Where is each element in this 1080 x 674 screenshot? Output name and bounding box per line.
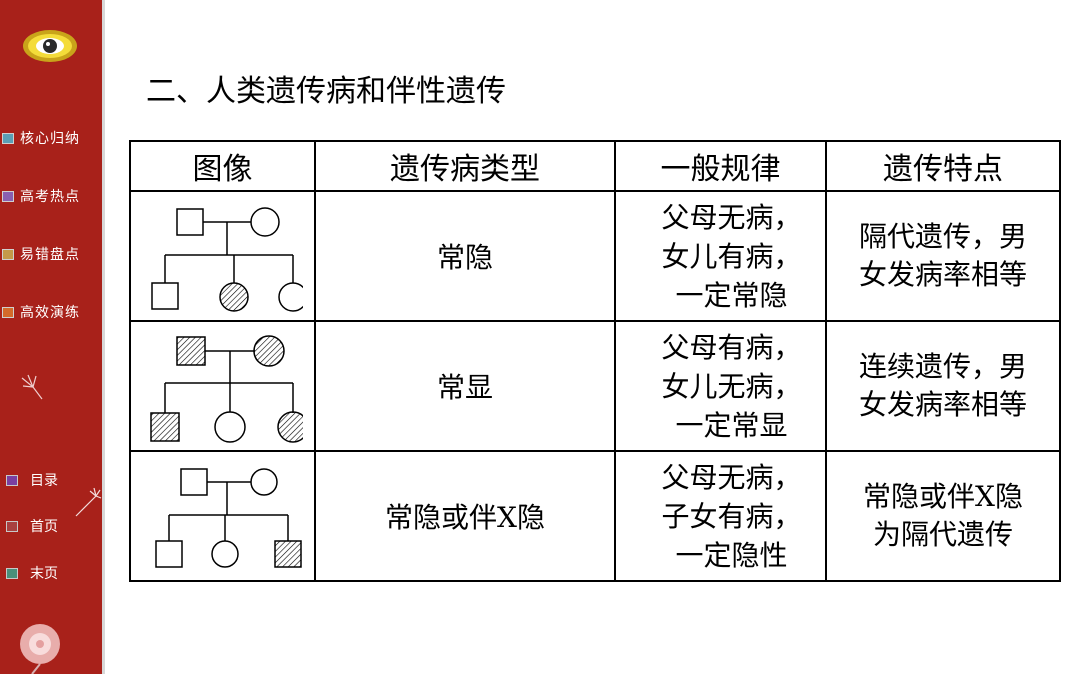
- nav-label: 高考热点: [20, 189, 80, 205]
- nav-exam-hotspots[interactable]: 高考热点: [2, 186, 80, 206]
- nav-core-summary[interactable]: 核心归纳: [2, 128, 80, 148]
- disease-type-cell: 常隐或伴X隐: [314, 450, 616, 582]
- eye-logo-icon: [23, 30, 77, 62]
- unaffected-female: [213, 411, 246, 443]
- column-header: 图像: [129, 140, 316, 192]
- affected-female: [252, 335, 285, 367]
- sidebar: 核心归纳 高考热点 易错盘点 高效演练 目录 首页 末页: [0, 0, 102, 674]
- rule-line: 父母有病，: [661, 330, 802, 364]
- unaffected-male: [150, 282, 179, 310]
- sidebar-divider: [102, 0, 105, 674]
- square-bullet-icon: [2, 306, 14, 318]
- rule-line: 父母无病，: [661, 460, 802, 494]
- general-rule-cell: 父母有病， 女儿无病， 一定常显: [614, 320, 827, 452]
- affected-male: [149, 412, 180, 442]
- nav-label: 末页: [30, 566, 58, 582]
- feature-line: 女发病率相等: [858, 258, 1027, 291]
- unaffected-female: [277, 282, 303, 312]
- nav-label: 易错盘点: [20, 247, 80, 263]
- rule-line: 女儿无病，: [661, 369, 802, 403]
- square-bullet-icon: [2, 190, 14, 202]
- dandelion-seed-icon: [21, 374, 43, 400]
- nav-home[interactable]: 首页: [6, 516, 58, 536]
- nav-efficient-practice[interactable]: 高效演练: [2, 302, 80, 322]
- table-header-row: 图像 遗传病类型 一般规律 遗传特点: [129, 140, 1061, 192]
- rule-line: 父母无病，: [661, 200, 802, 234]
- square-bullet-icon: [6, 474, 18, 486]
- square-bullet-icon: [2, 248, 14, 260]
- feature-cell: 隔代遗传，男 女发病率相等: [825, 190, 1061, 322]
- feature-line: 常隐或伴X隐: [863, 480, 1023, 513]
- general-rule-cell: 父母无病， 女儿有病， 一定常隐: [614, 190, 827, 322]
- nav-contents[interactable]: 目录: [6, 470, 58, 490]
- dandelion-flower-icon: [20, 624, 60, 674]
- pedigree-diagram: [150, 207, 303, 312]
- rule-line: 子女有病，: [661, 499, 802, 533]
- square-bullet-icon: [6, 520, 18, 532]
- nav-label: 目录: [30, 473, 58, 489]
- pedigree-cell: [129, 190, 316, 322]
- unaffected-female: [210, 540, 239, 568]
- feature-line: 隔代遗传，男: [858, 220, 1027, 253]
- square-bullet-icon: [6, 567, 18, 579]
- table-row: 常显 父母有病， 女儿无病， 一定常显 连续遗传，男 女发病率相等: [129, 320, 1061, 452]
- disease-type-cell: 常显: [314, 320, 616, 452]
- feature-cell: 常隐或伴X隐 为隔代遗传: [825, 450, 1061, 582]
- feature-line: 连续遗传，男: [858, 350, 1027, 383]
- feature-cell: 连续遗传，男 女发病率相等: [825, 320, 1061, 452]
- affected-female: [218, 282, 249, 312]
- affected-male: [273, 540, 302, 568]
- column-header: 一般规律: [614, 140, 827, 192]
- unaffected-male: [154, 540, 183, 568]
- pedigree-cell: [129, 450, 316, 582]
- column-header: 遗传特点: [825, 140, 1061, 192]
- pedigree-cell: [129, 320, 316, 452]
- nav-label: 首页: [30, 519, 58, 535]
- dandelion-seed-icon: [75, 487, 102, 517]
- disease-type-cell: 常隐: [314, 190, 616, 322]
- rule-line: 一定常隐: [675, 278, 788, 312]
- rule-line: 女儿有病，: [661, 239, 802, 273]
- rule-line: 一定常显: [675, 408, 788, 442]
- column-header: 遗传病类型: [314, 140, 616, 192]
- affected-male: [175, 336, 206, 366]
- nav-label: 高效演练: [20, 305, 80, 321]
- nav-common-mistakes[interactable]: 易错盘点: [2, 244, 80, 264]
- page-title: 二、人类遗传病和伴性遗传: [146, 74, 506, 109]
- pedigree-diagram: [149, 335, 303, 443]
- table-row: 常隐或伴X隐 父母无病， 子女有病， 一定隐性 常隐或伴X隐 为隔代遗传: [129, 450, 1061, 582]
- nav-label: 核心归纳: [20, 131, 80, 147]
- unaffected-female: [249, 207, 280, 237]
- unaffected-male: [175, 208, 204, 236]
- genetics-table: 图像 遗传病类型 一般规律 遗传特点: [129, 140, 1061, 582]
- feature-line: 女发病率相等: [858, 388, 1027, 421]
- general-rule-cell: 父母无病， 子女有病， 一定隐性: [614, 450, 827, 582]
- affected-female: [276, 411, 303, 443]
- feature-line: 为隔代遗传: [872, 518, 1013, 551]
- square-bullet-icon: [2, 132, 14, 144]
- nav-last-page[interactable]: 末页: [6, 563, 58, 583]
- rule-line: 一定隐性: [675, 538, 788, 572]
- pedigree-diagram: [154, 468, 302, 568]
- unaffected-male: [179, 468, 208, 496]
- unaffected-female: [249, 468, 278, 496]
- table-row: 常隐 父母无病， 女儿有病， 一定常隐 隔代遗传，男 女发病率相等: [129, 190, 1061, 322]
